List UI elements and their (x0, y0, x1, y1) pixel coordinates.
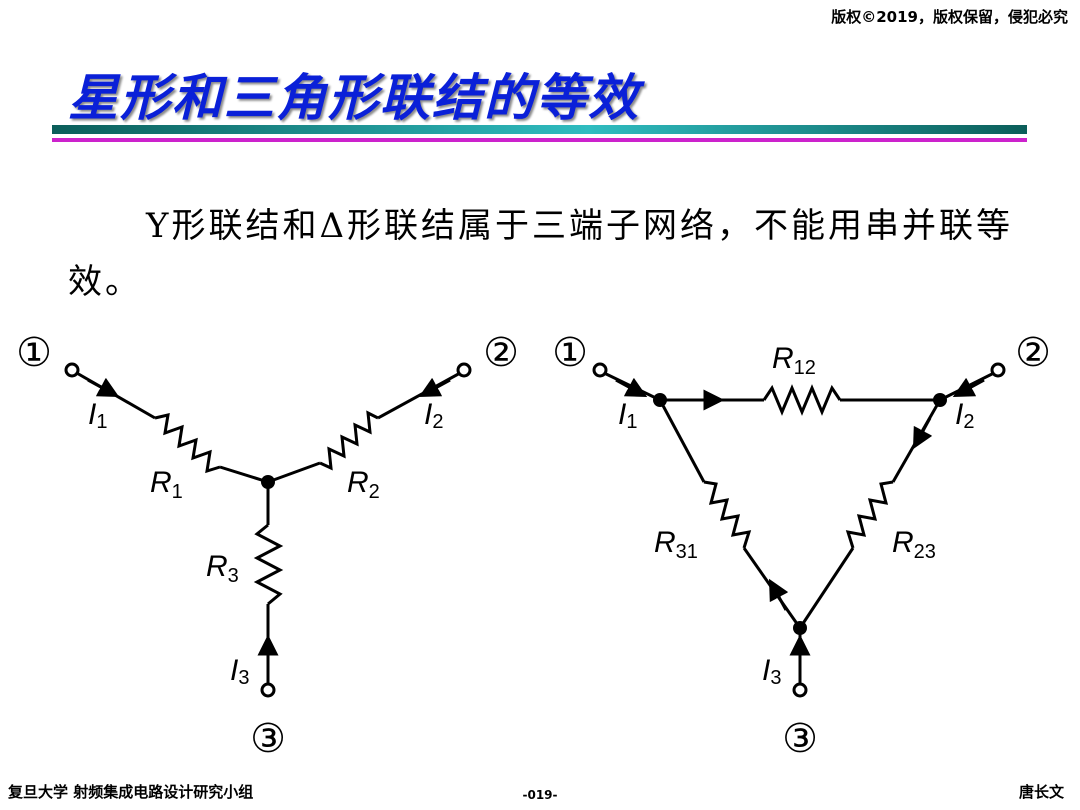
copyright-notice: 版权©2019，版权保留，侵犯必究 (831, 8, 1068, 26)
resistor-r3-label: R3 (206, 550, 239, 587)
circuit-diagram: ① ② ③ I1 I2 I3 R1 R2 R3 ① ② ③ (16, 331, 1051, 760)
title-rule-magenta (52, 138, 1027, 142)
footer-affiliation: 复旦大学 射频集成电路设计研究小组 (8, 783, 254, 801)
delta-right-branch-arrow (912, 417, 933, 450)
star-terminal-1-node (64, 362, 80, 378)
delta-current-2-arrow (952, 377, 985, 398)
star-network (74, 370, 463, 683)
resistor-r1-zigzag (154, 413, 221, 474)
delta-terminal-2-label: ② (1015, 331, 1051, 375)
delta-node-3 (793, 621, 807, 635)
resistor-r2-label: R2 (347, 466, 380, 503)
delta-node-1 (653, 393, 667, 407)
star-branch-2-wire-b (267, 461, 321, 484)
star-terminal-3-node (260, 682, 276, 698)
delta-lead-1 (601, 370, 661, 402)
delta-current-3-label: I3 (762, 654, 781, 689)
delta-terminal-3-label: ③ (782, 717, 818, 760)
delta-right-wire-a (891, 399, 942, 483)
resistor-r23-label: R23 (892, 526, 936, 563)
star-current-1-label: I1 (88, 398, 107, 433)
delta-terminal-1-label: ① (552, 331, 588, 375)
star-terminal-2-node (456, 362, 472, 378)
delta-node-2 (933, 393, 947, 407)
delta-left-wire-b (742, 547, 802, 629)
star-terminal-2-label: ② (483, 331, 519, 375)
body-paragraph: Y形联结和Δ形联结属于三端子网络，不能用串并联等效。 (68, 206, 1013, 302)
delta-current-2-label: I2 (955, 398, 974, 433)
resistor-r1-label: R1 (150, 466, 183, 503)
delta-terminal-1-node (592, 362, 608, 378)
delta-terminal-3-node (792, 682, 808, 698)
slide-title: 星形和三角形联结的等效 (68, 68, 640, 127)
delta-left-branch-arrow (768, 578, 789, 611)
resistor-r12-label: R12 (772, 342, 816, 379)
star-current-2-label: I2 (424, 398, 443, 433)
resistor-r2-zigzag (319, 410, 379, 471)
delta-current-1-arrow (615, 377, 648, 398)
star-terminal-1-label: ① (16, 331, 52, 375)
resistor-r12-zigzag (762, 384, 842, 416)
resistor-r3-zigzag (253, 523, 284, 606)
title-rule-teal (52, 125, 1027, 134)
footer-author: 唐长文 (1018, 783, 1064, 801)
star-current-2-arrow (418, 377, 451, 398)
star-branch-2-wire (377, 370, 463, 420)
star-branch-1-wire (74, 370, 156, 420)
star-terminal-3-label: ③ (250, 717, 286, 760)
star-current-3-label: I3 (230, 654, 249, 689)
delta-left-wire-a (658, 399, 706, 483)
footer-page-number: -019- (522, 788, 558, 802)
delta-right-wire-b (798, 547, 855, 629)
delta-lead-2 (939, 370, 997, 402)
resistor-r31-label: R31 (654, 526, 698, 563)
delta-terminal-2-node (990, 362, 1006, 378)
resistor-r31-zigzag (703, 480, 752, 549)
resistor-r23-zigzag (845, 480, 894, 549)
delta-network (601, 370, 997, 683)
star-current-1-arrow (87, 377, 120, 398)
star-branch-1-wire-b (219, 465, 269, 484)
delta-current-1-label: I1 (618, 398, 637, 433)
star-center-node (261, 475, 275, 489)
